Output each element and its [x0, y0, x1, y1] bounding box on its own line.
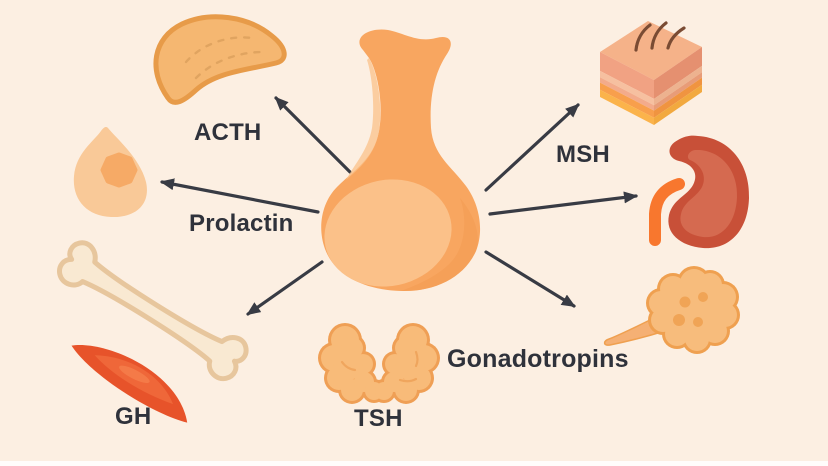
arrow-to-gonads: [484, 250, 576, 308]
thyroid-gland-icon: [318, 323, 440, 404]
arrow-to-mammary-gland: [160, 178, 320, 214]
arrow-to-kidney: [488, 191, 638, 216]
hair-strokes: [634, 21, 686, 52]
arrow-to-adrenal-gland: [274, 96, 352, 174]
label-gonadotropins: Gonadotropins: [447, 345, 629, 373]
kidney-icon: [649, 135, 750, 249]
arrow-to-bone-muscle: [246, 260, 324, 316]
pituitary-gland-icon: [321, 29, 481, 292]
arrow-to-skin: [484, 103, 580, 192]
skin-icon: [600, 21, 702, 125]
adrenal-gland-icon: [153, 14, 287, 105]
follicle-dots: [673, 292, 708, 327]
ovary-icon: [603, 266, 740, 354]
label-prolactin: Prolactin: [189, 210, 294, 237]
mammary-gland-icon: [73, 127, 147, 218]
label-msh: MSH: [556, 141, 610, 168]
hormone-arrows: [160, 96, 638, 316]
label-tsh: TSH: [354, 405, 403, 432]
label-gh: GH: [115, 403, 152, 430]
bottom-edge-strip: [0, 461, 828, 466]
label-acth: ACTH: [194, 119, 262, 146]
bone-icon: [57, 240, 249, 382]
muscle-icon: [71, 345, 188, 423]
